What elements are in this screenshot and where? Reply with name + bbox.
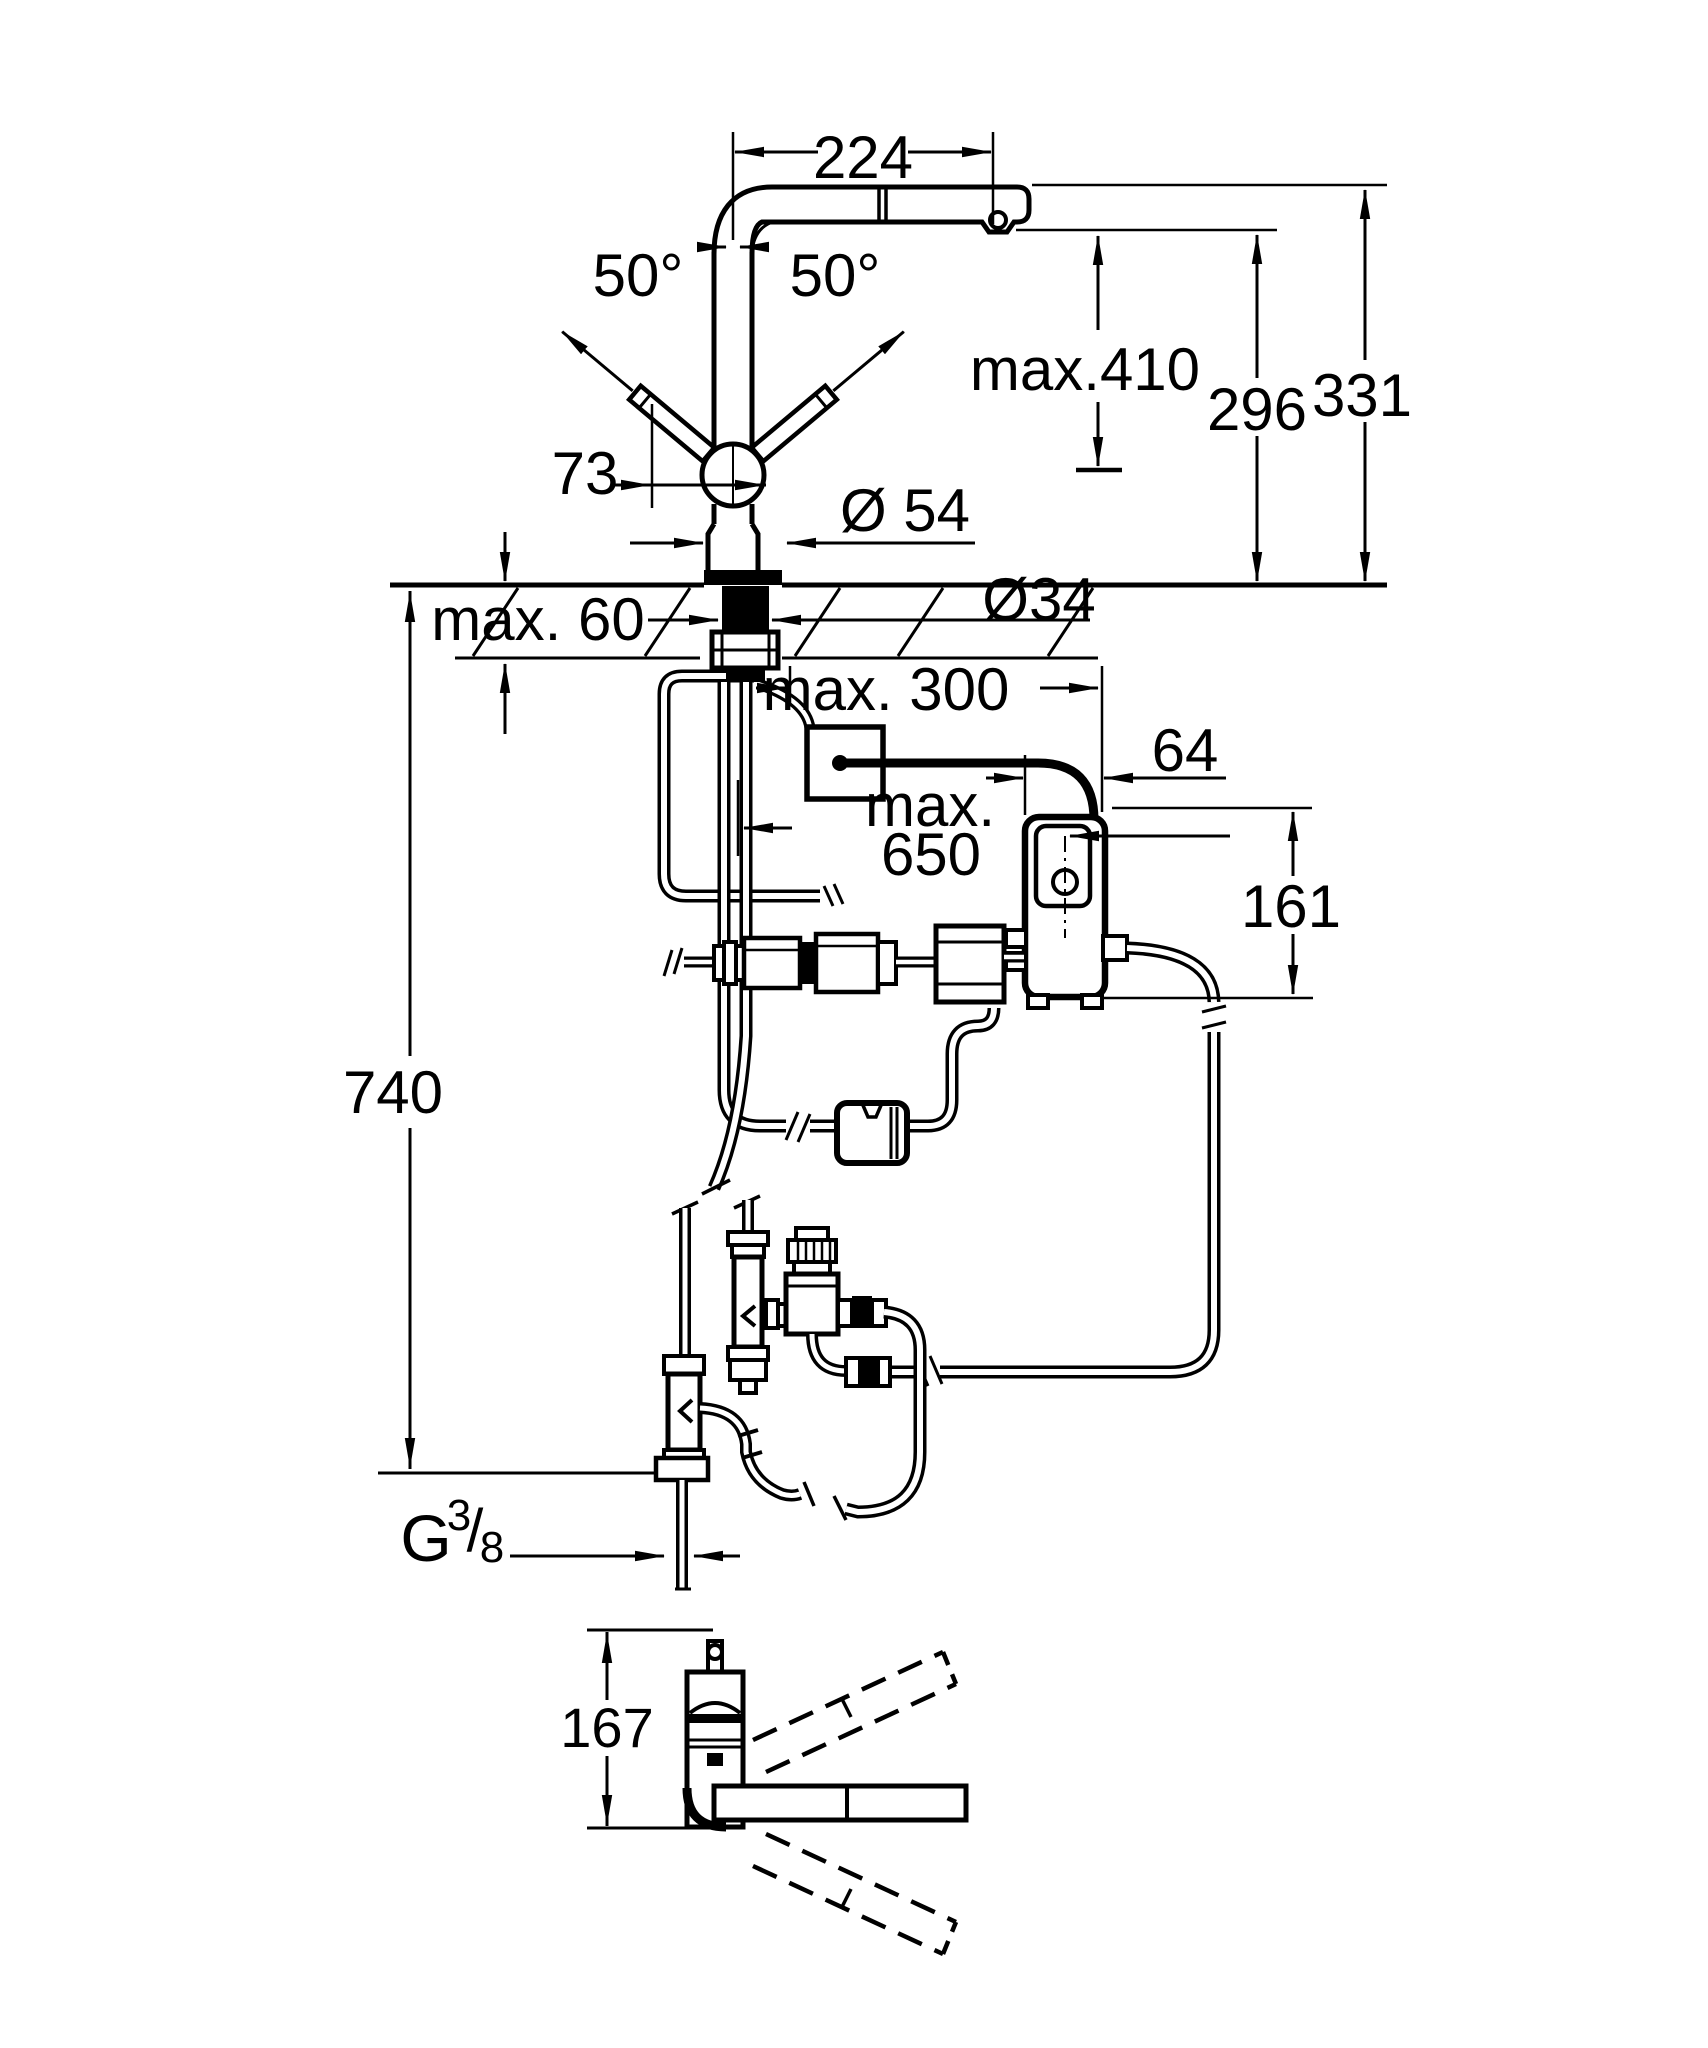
dim-base-diameter: Ø 54 xyxy=(840,477,970,544)
dimension-lines xyxy=(378,132,1387,1830)
dim-spout-reach: 224 xyxy=(813,124,913,191)
dim-unit-height: 161 xyxy=(1241,873,1341,940)
valve-assembly xyxy=(653,1194,927,1591)
check-valve-upper xyxy=(726,1194,790,1395)
check-valve-elbow xyxy=(699,1402,803,1502)
dim-deck-thickness: max. 60 xyxy=(431,586,644,653)
dim-total-height: 331 xyxy=(1312,362,1412,429)
shank xyxy=(722,586,769,632)
dim-body-depth: 167 xyxy=(560,1696,653,1759)
spout-top-view xyxy=(711,1783,969,1823)
thread-size-denominator: 8 xyxy=(480,1523,504,1572)
flow-arrow xyxy=(677,1398,694,1424)
dim-hose-extraction-1: max. xyxy=(865,772,995,839)
weight-notch xyxy=(860,1102,884,1119)
pullout-hose xyxy=(717,682,786,1133)
handle-lever-right xyxy=(748,330,905,465)
thread-size-g: G xyxy=(400,1501,451,1575)
dim-lever-offset: 73 xyxy=(552,440,619,507)
hose-weight xyxy=(834,1100,910,1166)
dim-hose-extraction-2: 650 xyxy=(881,821,981,888)
dim-max-clearance: max.410 xyxy=(970,336,1200,403)
dim-swivel-left: 50° xyxy=(593,242,684,309)
faucet-front-view xyxy=(561,184,1032,682)
sensor-box-terminal xyxy=(832,755,848,771)
dim-hose-length: 740 xyxy=(343,1059,443,1126)
dim-sensor-cable: max. 300 xyxy=(763,656,1010,723)
faucet-bottom-view xyxy=(682,1639,969,1957)
base-ring xyxy=(704,570,782,585)
dim-swivel-right: 50° xyxy=(790,242,881,309)
dim-hole-diameter: Ø34 xyxy=(982,566,1095,633)
dimension-labels: 224 50° 50° max.410 296 331 73 Ø 54 Ø34 … xyxy=(343,124,1412,1759)
countertop-section xyxy=(390,582,1387,660)
under-deck-hoses xyxy=(657,669,1001,1196)
thread-size-slash: / xyxy=(467,1497,484,1564)
control-unit xyxy=(888,813,1227,1387)
connector-assembly xyxy=(662,923,1024,1005)
supply-line xyxy=(653,1200,711,1591)
thread-size-numerator: 3 xyxy=(447,1491,471,1540)
dim-unit-offset: 64 xyxy=(1152,717,1219,784)
counter-hatch-lines xyxy=(471,587,1095,657)
dim-outlet-height: 296 xyxy=(1207,376,1307,443)
spout xyxy=(711,184,1032,255)
mixer-outlet-hose xyxy=(844,1305,927,1519)
mixing-valve xyxy=(783,1226,888,1337)
flow-arrow xyxy=(739,1304,757,1328)
swivel-range-dashed xyxy=(752,1649,959,1957)
